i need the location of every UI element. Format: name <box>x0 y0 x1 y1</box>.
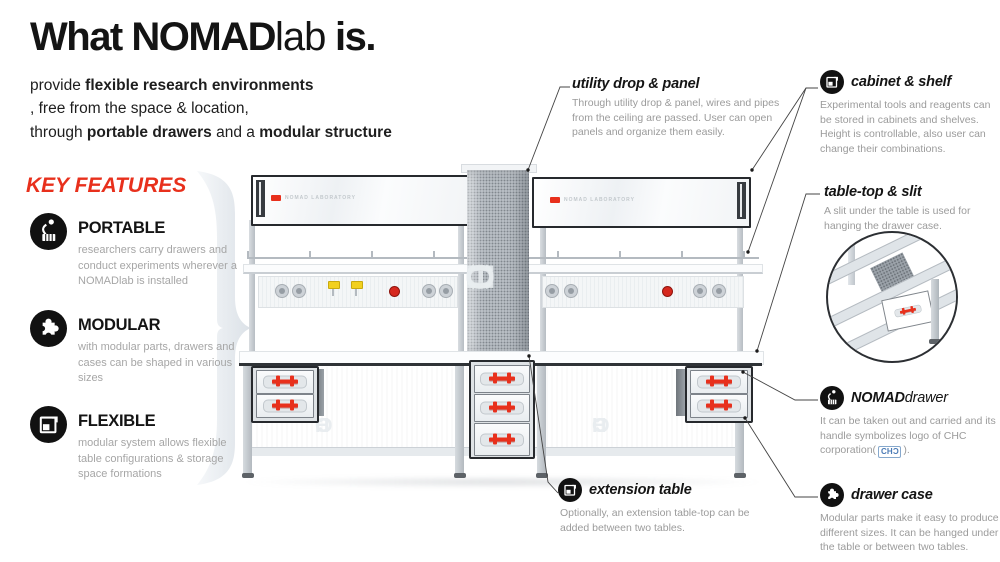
chc-handle <box>480 401 524 415</box>
feature-title: MODULAR <box>78 316 161 334</box>
emergency-button <box>389 286 400 297</box>
drawer <box>474 365 530 393</box>
annotation-title: utility drop & panel <box>572 76 700 92</box>
drawer-case-right <box>685 366 753 423</box>
puzzle-icon <box>820 483 844 507</box>
table-underside-inset <box>826 231 958 363</box>
chc-logo-chip <box>550 197 560 203</box>
cabinet-label: NOMAD LABORATORY <box>285 195 356 201</box>
cabinet-end-panel <box>737 182 746 219</box>
feature-title: PORTABLE <box>78 219 166 237</box>
layout-icon <box>558 478 582 502</box>
annotation-description: Experimental tools and reagents can be s… <box>820 99 991 156</box>
annotation-nomad-drawer: NOMADdrawer It can be taken out and carr… <box>820 386 998 459</box>
center-drawer-unit <box>469 360 535 459</box>
drawer-case-side <box>676 369 685 416</box>
annotation-extension-table: extension table Optionally, an extension… <box>558 478 778 535</box>
portable-icon <box>820 386 844 410</box>
leg-foot <box>536 473 548 478</box>
upright-post <box>249 220 255 354</box>
chc-handle <box>480 372 524 386</box>
annotation-title: NOMADdrawer <box>851 390 948 406</box>
cabinet-end-panel <box>256 180 265 217</box>
power-socket <box>545 284 559 298</box>
annotation-description: A slit under the table is used for hangi… <box>824 205 971 232</box>
intro-text: provide flexible research environments ,… <box>30 77 392 141</box>
chc-handle <box>893 304 923 318</box>
drawer <box>690 394 748 418</box>
emergency-button <box>662 286 673 297</box>
inset-foot <box>929 339 941 344</box>
portable-icon <box>30 213 67 250</box>
page-title: What NOMADlab is. <box>30 15 376 59</box>
gas-valve <box>328 281 340 296</box>
chc-handle <box>697 399 741 413</box>
annotation-title: cabinet & shelf <box>851 74 952 90</box>
drawer <box>690 370 748 394</box>
chc-logo-inline: CHC <box>878 446 902 459</box>
utility-drop-column <box>467 170 529 355</box>
power-socket <box>439 284 453 298</box>
annotation-utility-drop: utility drop & panel Through utility dro… <box>572 76 797 140</box>
table-leg <box>455 365 464 475</box>
drawer-case-side <box>315 369 324 416</box>
overhead-cabinet-left: NOMAD LABORATORY <box>251 175 472 226</box>
chc-logo-chip <box>271 195 281 201</box>
annotation-title: extension table <box>589 482 692 498</box>
inset-post <box>848 233 855 285</box>
header: What NOMADlab is. provide flexible resea… <box>30 14 392 144</box>
feature-title: FLEXIBLE <box>78 412 156 430</box>
layout-icon <box>820 70 844 94</box>
upright-post <box>458 220 464 354</box>
gas-valve <box>351 281 363 296</box>
drawer <box>256 394 314 418</box>
chc-handle <box>697 375 741 389</box>
power-socket <box>275 284 289 298</box>
annotation-description: Through utility drop & panel, wires and … <box>572 97 780 139</box>
drawer <box>256 370 314 394</box>
drawer-case-left <box>251 366 319 423</box>
chc-handle <box>263 399 307 413</box>
annotation-tabletop-slit: table-top & slit A slit under the table … <box>824 184 996 233</box>
overhead-cabinet-right: NOMAD LABORATORY <box>532 177 751 228</box>
annotation-title: table-top & slit <box>824 184 922 200</box>
feature-description: with modular parts, drawers and cases ca… <box>78 341 235 385</box>
chc-handle <box>480 433 524 446</box>
puzzle-icon <box>30 310 67 347</box>
table-leg <box>537 365 546 475</box>
annotation-cabinet-shelf: cabinet & shelf Experimental tools and r… <box>820 70 1000 157</box>
annotation-description: Optionally, an extension table-top can b… <box>560 507 750 534</box>
power-socket <box>422 284 436 298</box>
drawer <box>474 394 530 422</box>
leg-foot <box>734 473 746 478</box>
chc-handle <box>263 375 307 389</box>
layout-icon <box>30 406 67 443</box>
feature-portable: PORTABLE researchers carry drawers and c… <box>30 213 250 290</box>
feature-description: modular system allows flexible table con… <box>78 437 227 481</box>
feature-modular: MODULAR with modular parts, drawers and … <box>30 310 250 387</box>
drawer <box>474 423 530 456</box>
key-features-heading: KEY FEATURES <box>26 174 187 197</box>
annotation-drawer-case: drawer case Modular parts make it easy t… <box>820 483 1000 555</box>
cabinet-label: NOMAD LABORATORY <box>564 197 635 203</box>
annotation-description: It can be taken out and carried and its … <box>820 415 996 459</box>
leg-foot <box>454 473 466 478</box>
floor-shadow <box>240 476 765 488</box>
power-socket <box>292 284 306 298</box>
annotation-description: Modular parts make it easy to produce di… <box>820 512 999 554</box>
power-socket <box>564 284 578 298</box>
power-socket <box>693 284 707 298</box>
power-socket <box>712 284 726 298</box>
annotation-title: drawer case <box>851 487 933 503</box>
feature-description: researchers carry drawers and conduct ex… <box>78 244 237 288</box>
inset-leg <box>931 279 939 341</box>
feature-flexible: FLEXIBLE modular system allows flexible … <box>30 406 250 483</box>
